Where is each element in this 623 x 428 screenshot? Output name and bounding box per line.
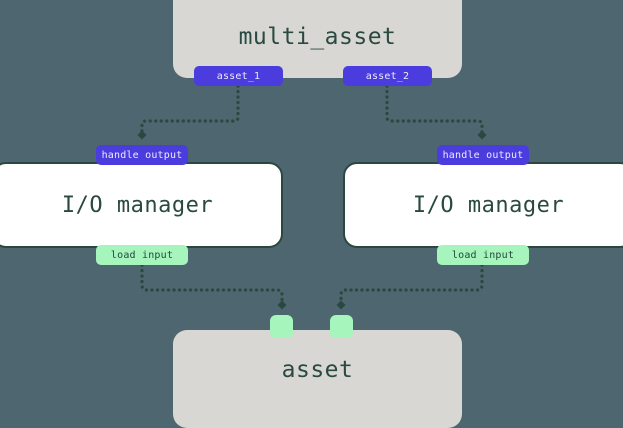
handle-output-left[interactable]: handle output: [96, 145, 188, 165]
handle-output-right[interactable]: handle output: [437, 145, 529, 165]
load-input-right-label: load input: [451, 249, 515, 261]
node-io-manager-left[interactable]: I/O manager: [0, 162, 283, 248]
handle-asset-2[interactable]: asset_2: [343, 66, 432, 86]
node-io-manager-left-label: I/O manager: [61, 192, 214, 218]
edge-asset1-to-handle-output-left: [137, 84, 240, 140]
node-io-manager-right[interactable]: I/O manager: [343, 162, 623, 248]
handle-asset-1[interactable]: asset_1: [194, 66, 283, 86]
load-input-left[interactable]: load input: [96, 245, 188, 265]
handle-output-left-label: handle output: [101, 149, 183, 161]
handle-output-right-label: handle output: [442, 149, 524, 161]
node-io-manager-right-label: I/O manager: [412, 192, 565, 218]
handle-asset-1-label: asset_1: [216, 70, 261, 82]
asset-input-handle-right[interactable]: [330, 315, 353, 338]
edge-load-input-right-to-asset: [336, 263, 484, 310]
node-asset[interactable]: asset: [173, 330, 462, 428]
load-input-right[interactable]: load input: [437, 245, 529, 265]
edge-asset2-to-handle-output-right: [385, 84, 487, 140]
handle-asset-2-label: asset_2: [365, 70, 410, 82]
node-asset-label: asset: [281, 357, 354, 383]
load-input-left-label: load input: [110, 249, 174, 261]
node-multi-asset-label: multi_asset: [238, 24, 397, 50]
edge-load-input-left-to-asset: [140, 263, 287, 310]
asset-input-handle-left[interactable]: [270, 315, 293, 338]
node-multi-asset[interactable]: multi_asset: [173, 0, 462, 78]
